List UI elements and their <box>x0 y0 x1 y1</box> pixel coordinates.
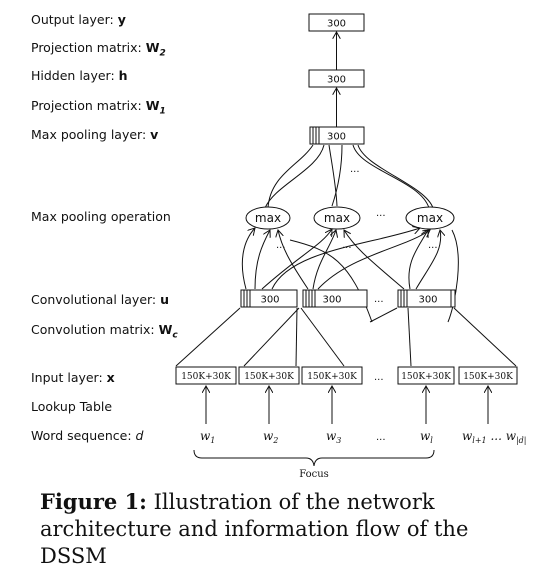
word-2: w2 <box>263 429 278 445</box>
focus-label: Focus <box>299 469 329 480</box>
svg-text:150K+30K: 150K+30K <box>401 372 451 382</box>
conv-node-3: 300 <box>397 289 456 308</box>
maxpool-node: 300 <box>309 126 365 145</box>
conv-node-2: 300 <box>302 289 368 308</box>
label-output-layer: Output layer: y <box>31 12 126 27</box>
svg-text:max: max <box>324 211 350 225</box>
ellipsis-words: ... <box>376 432 386 443</box>
label-hidden-layer: Hidden layer: h <box>31 68 128 83</box>
conv-node-1: 300 <box>240 289 298 308</box>
max-node-2: max <box>313 206 361 230</box>
word-1: w1 <box>200 429 215 445</box>
svg-text:150K+30K: 150K+30K <box>463 372 513 382</box>
svg-text:max: max <box>255 211 281 225</box>
label-max-pooling-layer: Max pooling layer: v <box>31 127 159 142</box>
label-projection-matrix-2: Projection matrix: W2 <box>31 40 166 59</box>
ellipsis-pool: ... <box>350 164 360 175</box>
label-input-layer: Input layer: x <box>31 370 115 385</box>
hidden-node: 300 <box>308 69 365 88</box>
input-node-1: 150K+30K <box>175 366 237 385</box>
ellipsis-conv: ... <box>374 294 384 305</box>
conv-to-max-curves <box>241 228 459 323</box>
label-max-pooling-operation: Max pooling operation <box>31 209 171 224</box>
label-convolution-matrix: Convolution matrix: Wc <box>31 322 178 341</box>
input-node-5: 150K+30K <box>458 366 518 385</box>
lookup-arrows <box>206 386 488 424</box>
word-l: wl <box>420 429 433 445</box>
svg-text:150K+30K: 150K+30K <box>244 372 294 382</box>
output-node-label: 300 <box>327 19 346 30</box>
svg-text:150K+30K: 150K+30K <box>181 372 231 382</box>
input-node-4: 150K+30K <box>397 366 455 385</box>
conv-matrix-lines <box>175 307 517 367</box>
label-projection-matrix-1: Projection matrix: W1 <box>31 98 166 117</box>
word-3: w3 <box>326 429 341 445</box>
label-lookup-table: Lookup Table <box>31 399 113 414</box>
ellipsis-conv-max-2: ... <box>342 240 352 251</box>
input-node-2: 150K+30K <box>238 366 300 385</box>
svg-text:300: 300 <box>418 295 437 306</box>
svg-text:300: 300 <box>260 295 279 306</box>
ellipsis-input: ... <box>374 372 384 383</box>
output-node: 300 <box>308 13 365 32</box>
word-l-plus-1: wl+1 ... w|d| <box>462 429 527 445</box>
max-node-3: max <box>405 206 455 230</box>
ellipsis-conv-max-1: ... <box>276 240 286 251</box>
max-node-1: max <box>245 206 291 230</box>
svg-text:300: 300 <box>322 295 341 306</box>
maxpool-node-label: 300 <box>327 132 346 143</box>
label-word-sequence: Word sequence: d <box>31 428 144 443</box>
ellipsis-max: ... <box>376 208 386 219</box>
svg-text:max: max <box>417 211 443 225</box>
svg-text:150K+30K: 150K+30K <box>307 372 357 382</box>
hidden-node-label: 300 <box>327 75 346 86</box>
label-convolutional-layer: Convolutional layer: u <box>31 292 170 307</box>
ellipsis-conv-max-3: ... <box>428 240 438 251</box>
figure-caption: Figure 1: Illustration of the network ar… <box>40 489 469 568</box>
focus-brace <box>193 449 435 467</box>
input-node-3: 150K+30K <box>301 366 363 385</box>
max-to-pool-curves <box>264 144 434 209</box>
